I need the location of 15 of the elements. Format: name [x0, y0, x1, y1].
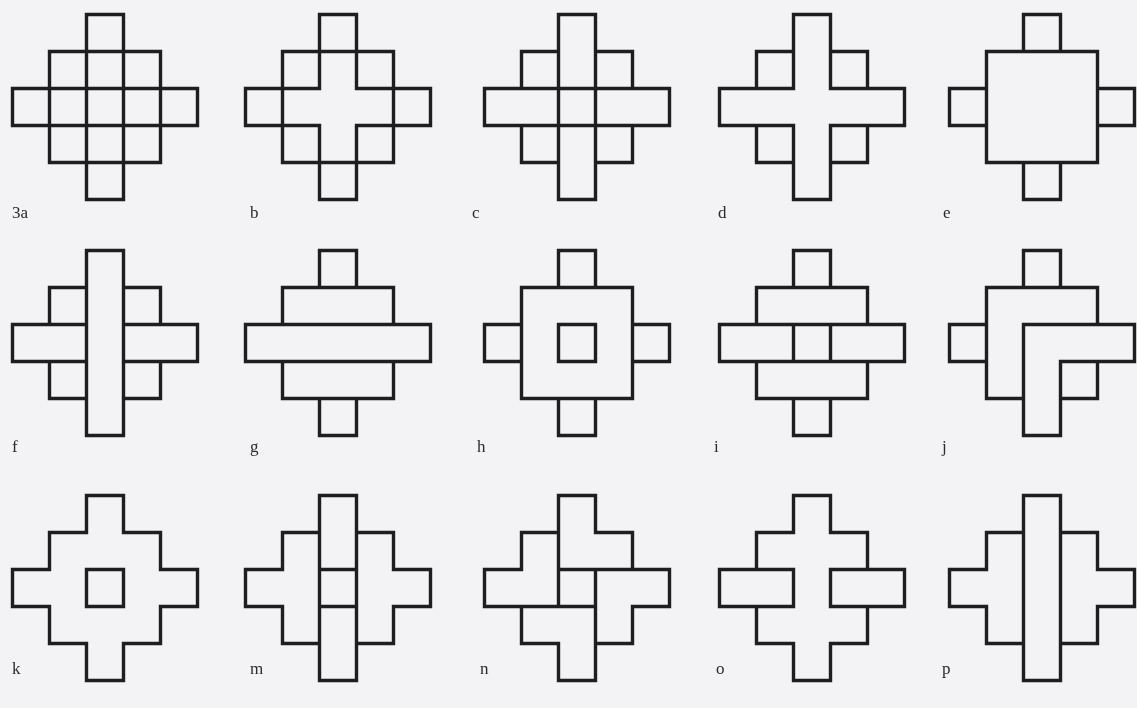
figure-label: j — [942, 438, 947, 455]
figure-label: i — [714, 438, 719, 455]
figure-label: 3a — [12, 204, 29, 221]
figure-label: h — [477, 438, 486, 455]
figure-label: g — [250, 438, 259, 455]
figure-label: o — [716, 660, 725, 677]
figure-label: n — [480, 660, 489, 677]
figure-label: d — [718, 204, 727, 221]
figure-label: c — [472, 204, 480, 221]
figure-label: e — [943, 204, 951, 221]
figure-label: f — [12, 438, 18, 455]
figure-label: b — [250, 204, 259, 221]
figure-label: p — [942, 660, 951, 677]
figure-label: k — [12, 660, 21, 677]
figure-label: m — [250, 660, 264, 677]
